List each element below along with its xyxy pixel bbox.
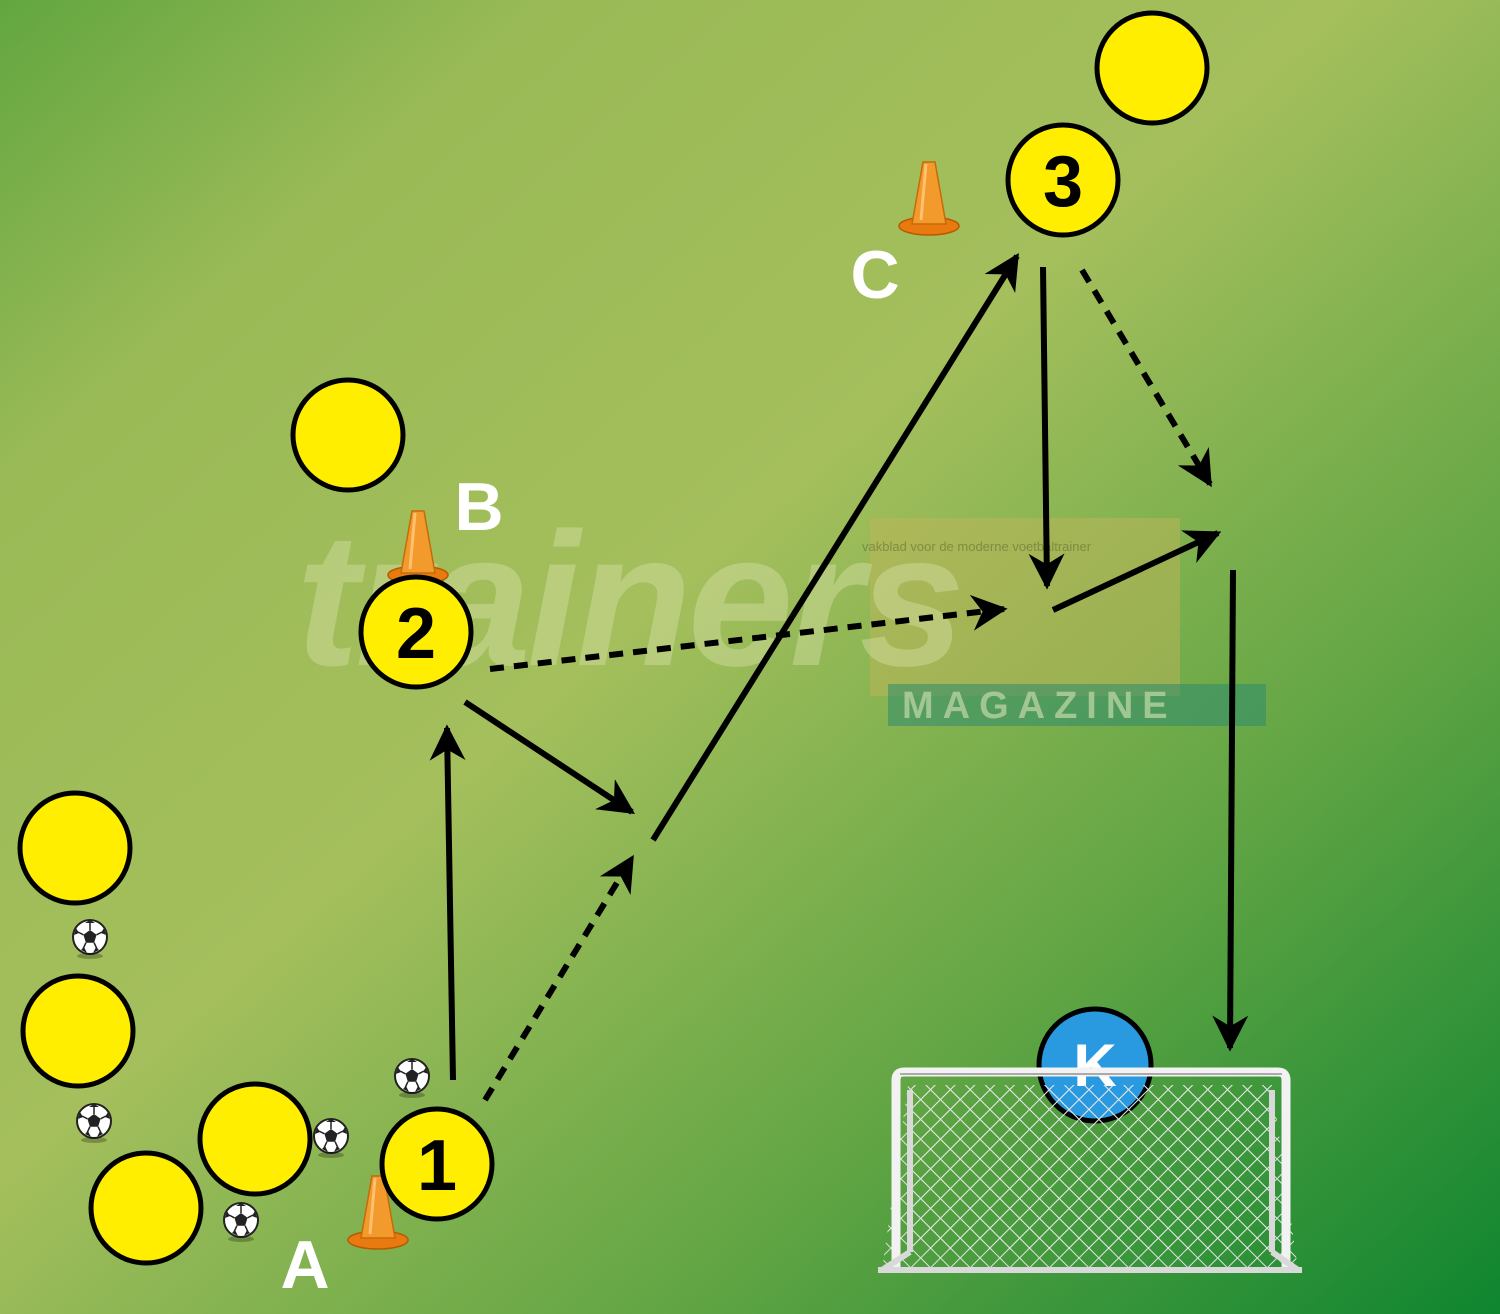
player-2: 2 [358, 574, 474, 690]
player-waiting-a2 [20, 973, 136, 1089]
goal [878, 1067, 1302, 1273]
player-3: 3 [1005, 122, 1121, 238]
pass-arrow-3-to-2 [1028, 266, 1065, 590]
watermark-magazine: MAGAZINE [902, 685, 1177, 727]
cone-label-c: C [850, 237, 899, 313]
pass-arrow-2-layoff [463, 699, 636, 815]
cone-label-b: B [454, 469, 503, 545]
player-3-label: 3 [1043, 142, 1083, 222]
player-waiting-a3 [197, 1081, 313, 1197]
player-1-label: 1 [417, 1126, 457, 1206]
cone-label-a: A [280, 1227, 329, 1303]
player-1: 1 [379, 1106, 495, 1222]
watermark-tagline: vakblad voor de moderne voetbaltrainer [862, 539, 1092, 554]
pass-arrow-1-to-3 [650, 252, 1020, 842]
pass-arrow-2-to-3 [1051, 530, 1222, 613]
shot-arrow-on-goal [1212, 569, 1249, 1052]
run-arrow-3-forward [1079, 268, 1213, 488]
waiting-players [17, 10, 1210, 1266]
player-2-label: 2 [396, 594, 436, 674]
pass-arrow-1-to-2 [429, 724, 466, 1081]
player-waiting-a1 [17, 790, 133, 906]
movement-arrows [429, 252, 1249, 1102]
player-waiting-b [290, 377, 406, 493]
player-waiting-a4 [88, 1150, 204, 1266]
player-waiting-c [1094, 10, 1210, 126]
